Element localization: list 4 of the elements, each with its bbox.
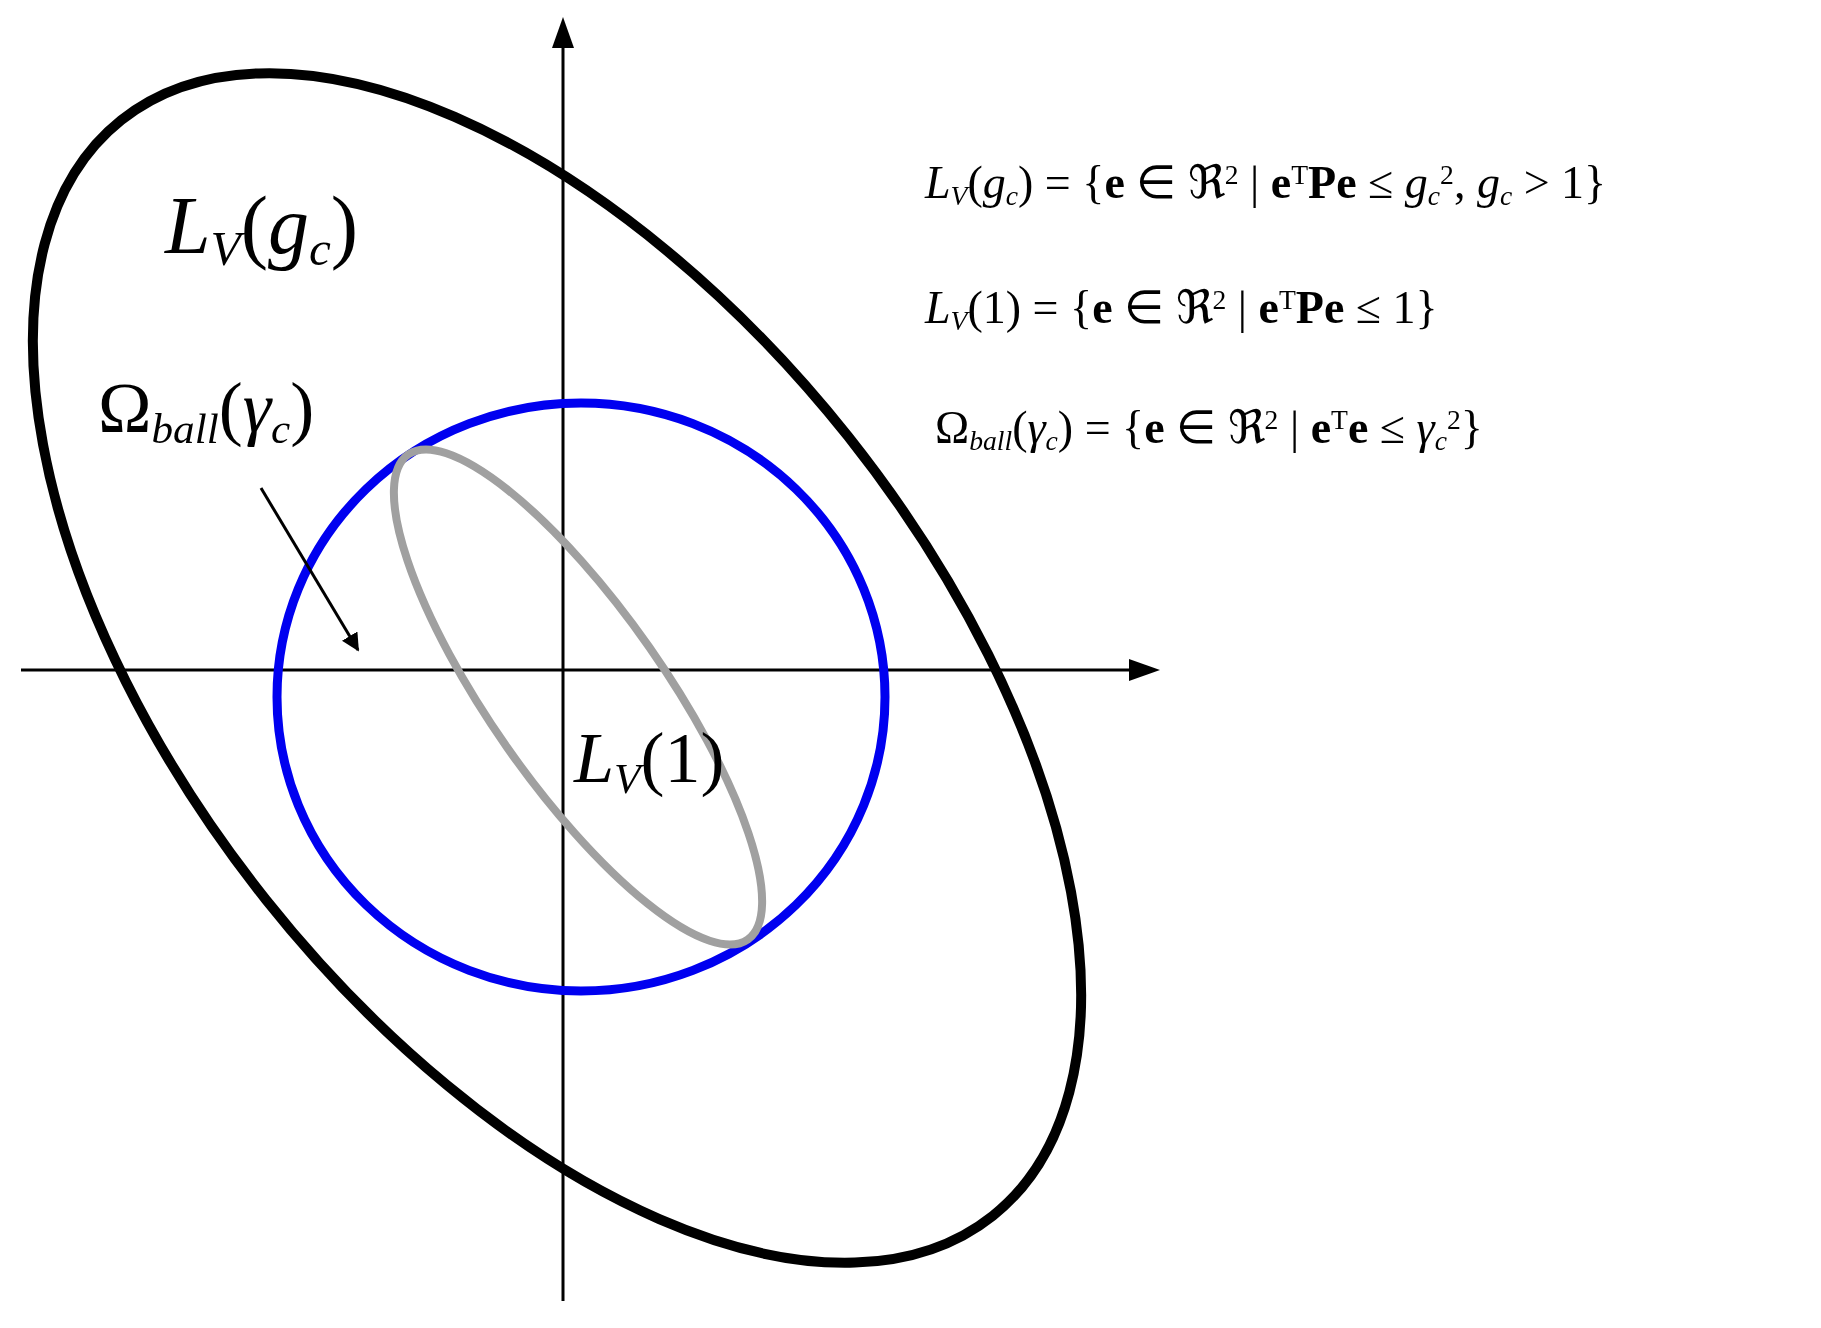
set-definition: Ω$_{ball}$(γ$_{c}$) = {e ∈ ℜ$^{2}$ | e$^{T}$e ≤ γ$_{c}$$^{2}$}	[935, 405, 1483, 451]
set-definition: L$_{V}$(g$_{c}$) = {e ∈ ℜ$^{2}$ | e$^{T}$Pe ≤ g$_{c}$$^{2}$, g$_{c}$ > 1}	[925, 160, 1607, 206]
leader-arrow	[259, 487, 360, 652]
set-definition: L$_{V}$(1) = {e ∈ ℜ$^{2}$ | e$^{T}$Pe ≤ 1}	[925, 285, 1438, 331]
